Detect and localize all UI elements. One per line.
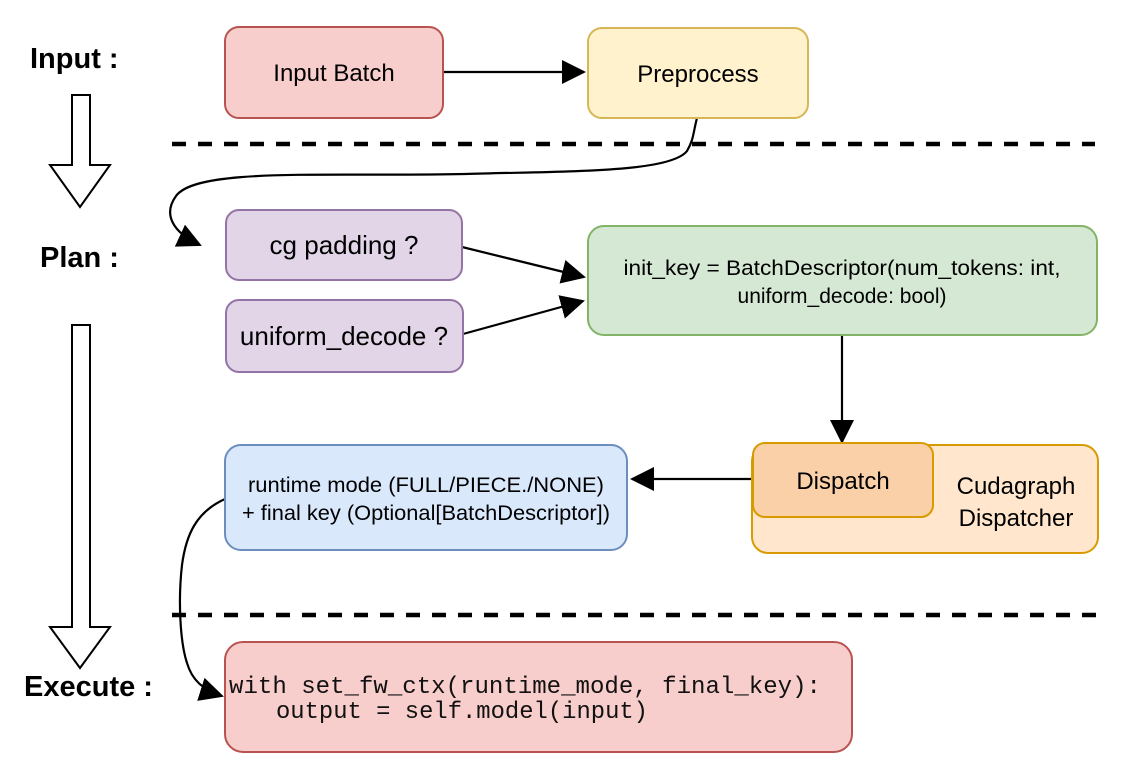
node-preprocess: Preprocess xyxy=(587,27,809,119)
cg-padding-label: cg padding ? xyxy=(270,230,419,260)
cudagraph-dispatcher-line2: Dispatcher xyxy=(959,505,1074,532)
runtime-mode-box xyxy=(224,444,628,551)
cudagraph-dispatcher-line1: Cudagraph xyxy=(957,473,1076,500)
big-down-arrow-input-to-plan xyxy=(48,94,112,209)
init-key-line1: init_key = BatchDescriptor(num_tokens: i… xyxy=(624,257,1061,280)
preprocess-label: Preprocess xyxy=(637,61,758,88)
init-key-line2: uniform_decode: bool) xyxy=(738,285,947,308)
uniform-decode-label: uniform_decode ? xyxy=(240,321,448,351)
input-batch-label: Input Batch xyxy=(273,60,394,87)
edge-cgpadding-to-initkey xyxy=(461,245,586,284)
cg-padding-box xyxy=(225,209,463,281)
big-down-arrow-plan-to-execute xyxy=(48,324,112,670)
uniform-decode-box xyxy=(225,299,464,373)
node-input-batch: Input Batch xyxy=(224,26,444,119)
section-label-execute: Execute : xyxy=(24,671,153,703)
edge-uniformdecode-to-initkey xyxy=(462,295,585,336)
init-key-box xyxy=(587,225,1098,336)
runtime-mode-line2: + final key (Optional[BatchDescriptor]) xyxy=(242,502,610,525)
dispatch-label: Dispatch xyxy=(796,468,889,495)
runtime-mode-line1: runtime mode (FULL/PIECE./NONE) xyxy=(248,474,604,497)
execute-code-line1: with set_fw_ctx(runtime_mode, final_key)… xyxy=(229,674,821,701)
input-batch-box xyxy=(224,26,444,119)
node-uniform-decode: uniform_decode ? xyxy=(225,299,464,373)
node-init-key: init_key = BatchDescriptor(num_tokens: i… xyxy=(587,225,1098,336)
execute-code-box xyxy=(224,641,853,753)
edge-runtimemode-to-execute xyxy=(178,497,226,701)
section-label-input: Input : xyxy=(30,43,119,75)
node-runtime-mode: runtime mode (FULL/PIECE./NONE) + final … xyxy=(224,444,628,551)
preprocess-box xyxy=(587,27,809,119)
dispatch-box xyxy=(752,442,934,518)
node-dispatch: Dispatch xyxy=(752,442,934,518)
execute-code-line2: output = self.model(input) xyxy=(276,699,648,726)
node-execute-code: with set_fw_ctx(runtime_mode, final_key)… xyxy=(224,641,853,753)
node-cg-padding: cg padding ? xyxy=(225,209,463,281)
section-label-plan: Plan : xyxy=(40,242,119,274)
edge-preprocess-to-cgpadding xyxy=(169,117,699,247)
